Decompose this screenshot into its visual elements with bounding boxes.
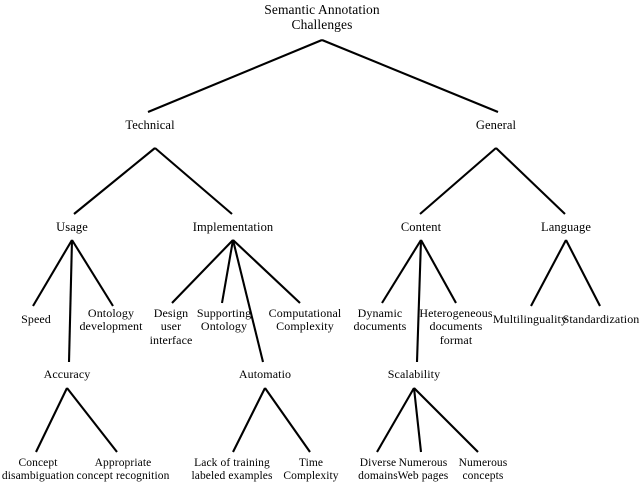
node-dynamic-documents: Dynamic documents	[353, 306, 407, 334]
node-design-user-interface: Design user interface	[149, 306, 193, 347]
tree-edge	[35, 387, 68, 453]
node-numerous-concepts: Numerous concepts	[458, 457, 508, 482]
tree-edge	[232, 239, 301, 304]
tree-edge	[73, 147, 156, 215]
node-concept-disambiguation: Concept disambiguation	[1, 457, 75, 482]
tree-edge	[32, 239, 73, 307]
tree-edge	[264, 387, 311, 453]
node-heterogeneous-documents-format: Heterogeneous documents format	[419, 306, 493, 347]
tree-edge	[419, 147, 497, 215]
node-multilinguality: Multilinguality	[492, 312, 568, 326]
node-general: General	[475, 118, 517, 132]
node-supporting-ontology: Supporting Ontology	[196, 306, 252, 334]
node-implementation: Implementation	[192, 220, 274, 234]
node-computational-complexity: Computational Complexity	[268, 306, 342, 334]
tree-edge	[495, 147, 566, 215]
node-numerous-web-pages: Numerous Web pages	[397, 457, 449, 482]
node-usage: Usage	[56, 220, 88, 234]
tree-edge	[66, 387, 118, 453]
tree-edge	[232, 387, 266, 453]
node-speed: Speed	[21, 312, 51, 326]
node-root: Semantic Annotation Challenges	[264, 2, 380, 33]
tree-edge	[220, 239, 235, 304]
tree-edge	[154, 147, 233, 215]
node-lack-of-training-labeled-examples: Lack of training labeled examples	[191, 457, 273, 482]
tree-edge	[71, 239, 114, 307]
node-standardization: Standardization	[562, 312, 640, 326]
node-content: Content	[400, 220, 442, 234]
tree-edge	[565, 239, 601, 307]
tree-edge	[530, 239, 567, 307]
node-diverse-domains: Diverse domains	[358, 457, 398, 482]
tree-edge	[171, 239, 234, 304]
node-accuracy: Accuracy	[43, 367, 91, 381]
tree-edge	[381, 239, 422, 304]
tree-edge	[67, 239, 74, 363]
tree-edge	[376, 387, 415, 453]
node-technical: Technical	[125, 118, 175, 132]
tree-edge	[147, 39, 323, 113]
tree-edge	[231, 239, 265, 363]
tree-edge	[420, 239, 457, 304]
node-appropriate-concept-recognition: Appropriate concept recognition	[76, 457, 170, 482]
node-time-complexity: Time Complexity	[283, 457, 339, 482]
tree-edge	[412, 387, 423, 453]
node-scalability: Scalability	[387, 367, 441, 381]
tree-edge	[413, 387, 479, 453]
node-automatio: Automatio	[238, 367, 292, 381]
tree-edge	[321, 39, 499, 113]
node-language: Language	[540, 220, 592, 234]
tree-edge	[415, 239, 423, 363]
node-ontology-development: Ontology development	[79, 306, 143, 334]
